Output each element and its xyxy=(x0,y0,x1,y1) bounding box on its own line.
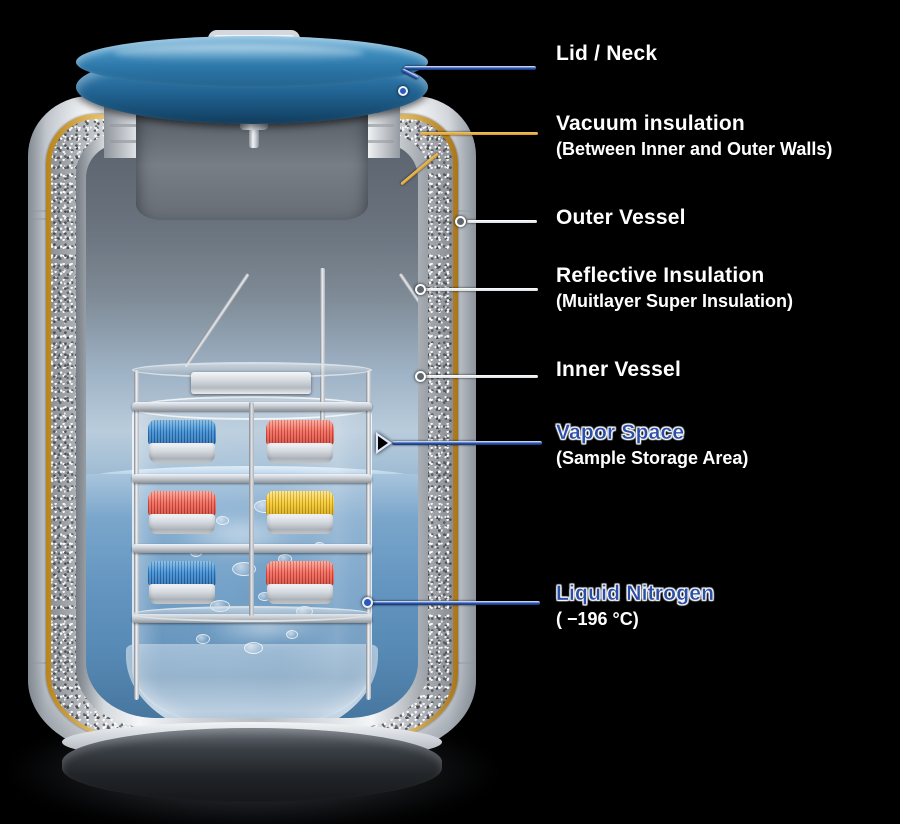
rack-divider-3 xyxy=(249,544,254,616)
label-vacuum-insulation-subtitle: (Between Inner and Outer Walls) xyxy=(556,138,833,159)
leader-vapor-space xyxy=(392,441,542,445)
leader-outer-vessel xyxy=(467,220,537,223)
inner-cavity xyxy=(86,144,418,718)
canister-body xyxy=(149,584,215,604)
leader-marker-outer-vessel xyxy=(455,216,466,227)
leader-lid-neck xyxy=(404,66,536,70)
leader-liquid-nitrogen xyxy=(372,601,540,605)
rack-post-right xyxy=(366,370,371,700)
label-outer-vessel: Outer Vessel xyxy=(556,206,686,230)
label-liquid-nitrogen: Liquid Nitrogen ( −196 °C) xyxy=(556,582,714,630)
inner-vessel-bottom xyxy=(126,644,378,718)
bubble xyxy=(196,634,210,644)
canister-cap-yellow xyxy=(266,491,334,517)
label-vapor-space-title: Vapor Space xyxy=(556,421,685,444)
rack-divider-1 xyxy=(249,402,254,476)
canister-cap-blue xyxy=(148,420,216,446)
canister-cap-blue xyxy=(148,561,216,587)
label-reflective-insulation-subtitle: (Muitlayer Super Insulation) xyxy=(556,290,794,311)
bubble xyxy=(216,516,229,525)
canister-cap-red xyxy=(148,491,216,517)
label-inner-vessel: Inner Vessel xyxy=(556,358,681,382)
label-reflective-insulation-title: Reflective Insulation xyxy=(556,264,765,287)
canister-body xyxy=(267,514,333,534)
label-lid-neck-title: Lid / Neck xyxy=(556,42,658,65)
canister-body xyxy=(267,443,333,463)
canister-body xyxy=(149,514,215,534)
bubble xyxy=(286,630,298,639)
label-liquid-nitrogen-title: Liquid Nitrogen xyxy=(556,582,715,605)
bubble xyxy=(244,642,263,654)
label-vacuum-insulation-title: Vacuum insulation xyxy=(556,112,745,135)
rack-id-plate xyxy=(191,372,311,394)
canister-body xyxy=(149,443,215,463)
label-liquid-nitrogen-temperature: ( −196 °C) xyxy=(556,608,639,629)
leader-marker-lid-neck xyxy=(398,86,408,96)
leader-marker-reflective-insulation xyxy=(415,284,426,295)
label-reflective-insulation: Reflective Insulation (Muitlayer Super I… xyxy=(556,264,793,312)
lid-highlight xyxy=(114,44,364,62)
rack-post-left xyxy=(134,370,139,700)
label-lid-neck: Lid / Neck xyxy=(556,42,657,66)
rack-divider-2 xyxy=(249,474,254,546)
label-outer-vessel-title: Outer Vessel xyxy=(556,206,686,229)
leader-vacuum-insulation xyxy=(420,132,538,135)
label-inner-vessel-title: Inner Vessel xyxy=(556,358,681,381)
leader-reflective-insulation xyxy=(424,288,538,291)
hanger-arm-left xyxy=(183,272,250,368)
label-vacuum-insulation: Vacuum insulation (Between Inner and Out… xyxy=(556,112,832,160)
leader-inner-vessel xyxy=(424,375,538,378)
cryogenic-dewar-illustration xyxy=(12,22,494,824)
label-vapor-space: Vapor Space (Sample Storage Area) xyxy=(556,421,749,469)
leader-arrow-vapor-space xyxy=(376,432,392,454)
canister-cap-red xyxy=(266,420,334,446)
leader-marker-liquid-nitrogen xyxy=(362,597,373,608)
canister-cap-red xyxy=(266,561,334,587)
canister-body xyxy=(267,584,333,604)
label-vapor-space-subtitle: (Sample Storage Area) xyxy=(556,447,749,468)
leader-marker-inner-vessel xyxy=(415,371,426,382)
base-ring xyxy=(62,728,442,802)
